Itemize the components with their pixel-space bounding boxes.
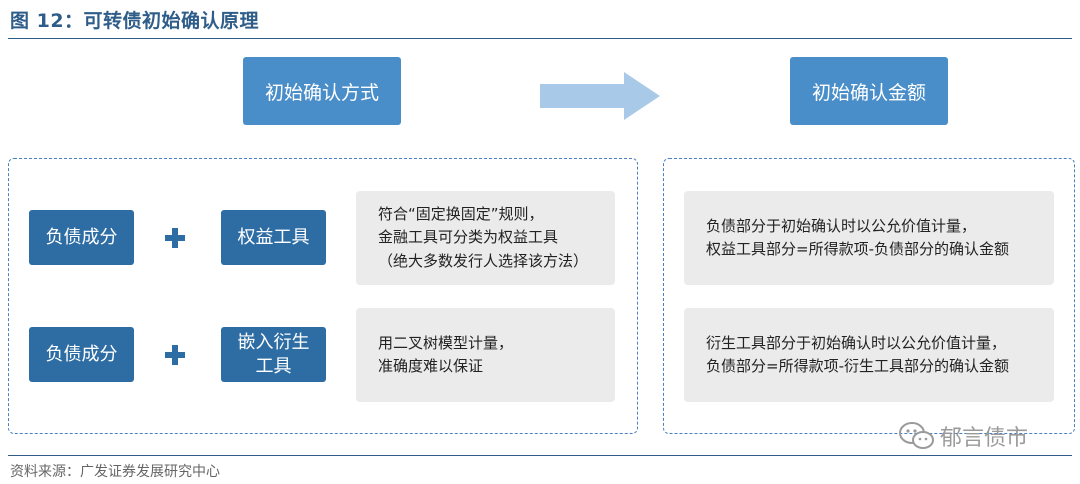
method-description-1: 符合“固定换固定”规则， 金融工具可分类为权益工具 （绝大多数发行人选择该方法） [356,191,615,285]
amount-line: 负债部分=所得款项-衍生工具部分的确认金额 [706,357,1009,375]
embedded-derivative-label-line: 工具 [255,355,292,377]
description-line: 用二叉树模型计量， [378,333,514,352]
embedded-derivative-label-line: 嵌入衍生 [237,332,310,354]
right-arrow-icon [540,72,660,120]
amount-description-1: 负债部分于初始确认时以公允价值计量， 权益工具部分=所得款项-负债部分的确认金额 [684,191,1054,285]
method-panel [8,158,638,434]
top-divider [8,38,1072,39]
wechat-icon [899,422,934,449]
watermark-text: 郁言债市 [940,426,1029,451]
header-initial-recognition-amount: 初始确认金额 [790,57,948,125]
liability-component-box: 负债成分 [29,327,134,382]
amount-line: 权益工具部分=所得款项-负债部分的确认金额 [706,240,1009,258]
watermark: 郁言债市 [898,420,1028,452]
liability-component-box: 负债成分 [29,210,134,265]
embedded-derivative-box: 嵌入衍生 工具 [221,327,326,382]
figure-title: 图 12：可转债初始确认原理 [10,10,260,32]
amount-line: 衍生工具部分于初始确认时以公允价值计量， [706,333,1007,352]
amount-panel [663,158,1075,434]
amount-description-2: 衍生工具部分于初始确认时以公允价值计量， 负债部分=所得款项-衍生工具部分的确认… [684,308,1054,402]
bottom-divider [8,455,1072,456]
source-note: 资料来源：广发证券发展研究中心 [10,464,220,480]
description-line: 金融工具可分类为权益工具 [378,228,559,247]
method-description-2: 用二叉树模型计量， 准确度难以保证 [356,308,615,402]
description-line: 准确度难以保证 [378,357,484,375]
plus-icon [165,345,185,365]
plus-icon [165,228,185,248]
amount-line: 负债部分于初始确认时以公允价值计量， [706,216,977,235]
description-line: 符合“固定换固定”规则， [378,205,544,224]
equity-instrument-box: 权益工具 [221,210,326,265]
description-line: （绝大多数发行人选择该方法） [378,251,589,270]
header-initial-recognition-method: 初始确认方式 [243,57,401,125]
